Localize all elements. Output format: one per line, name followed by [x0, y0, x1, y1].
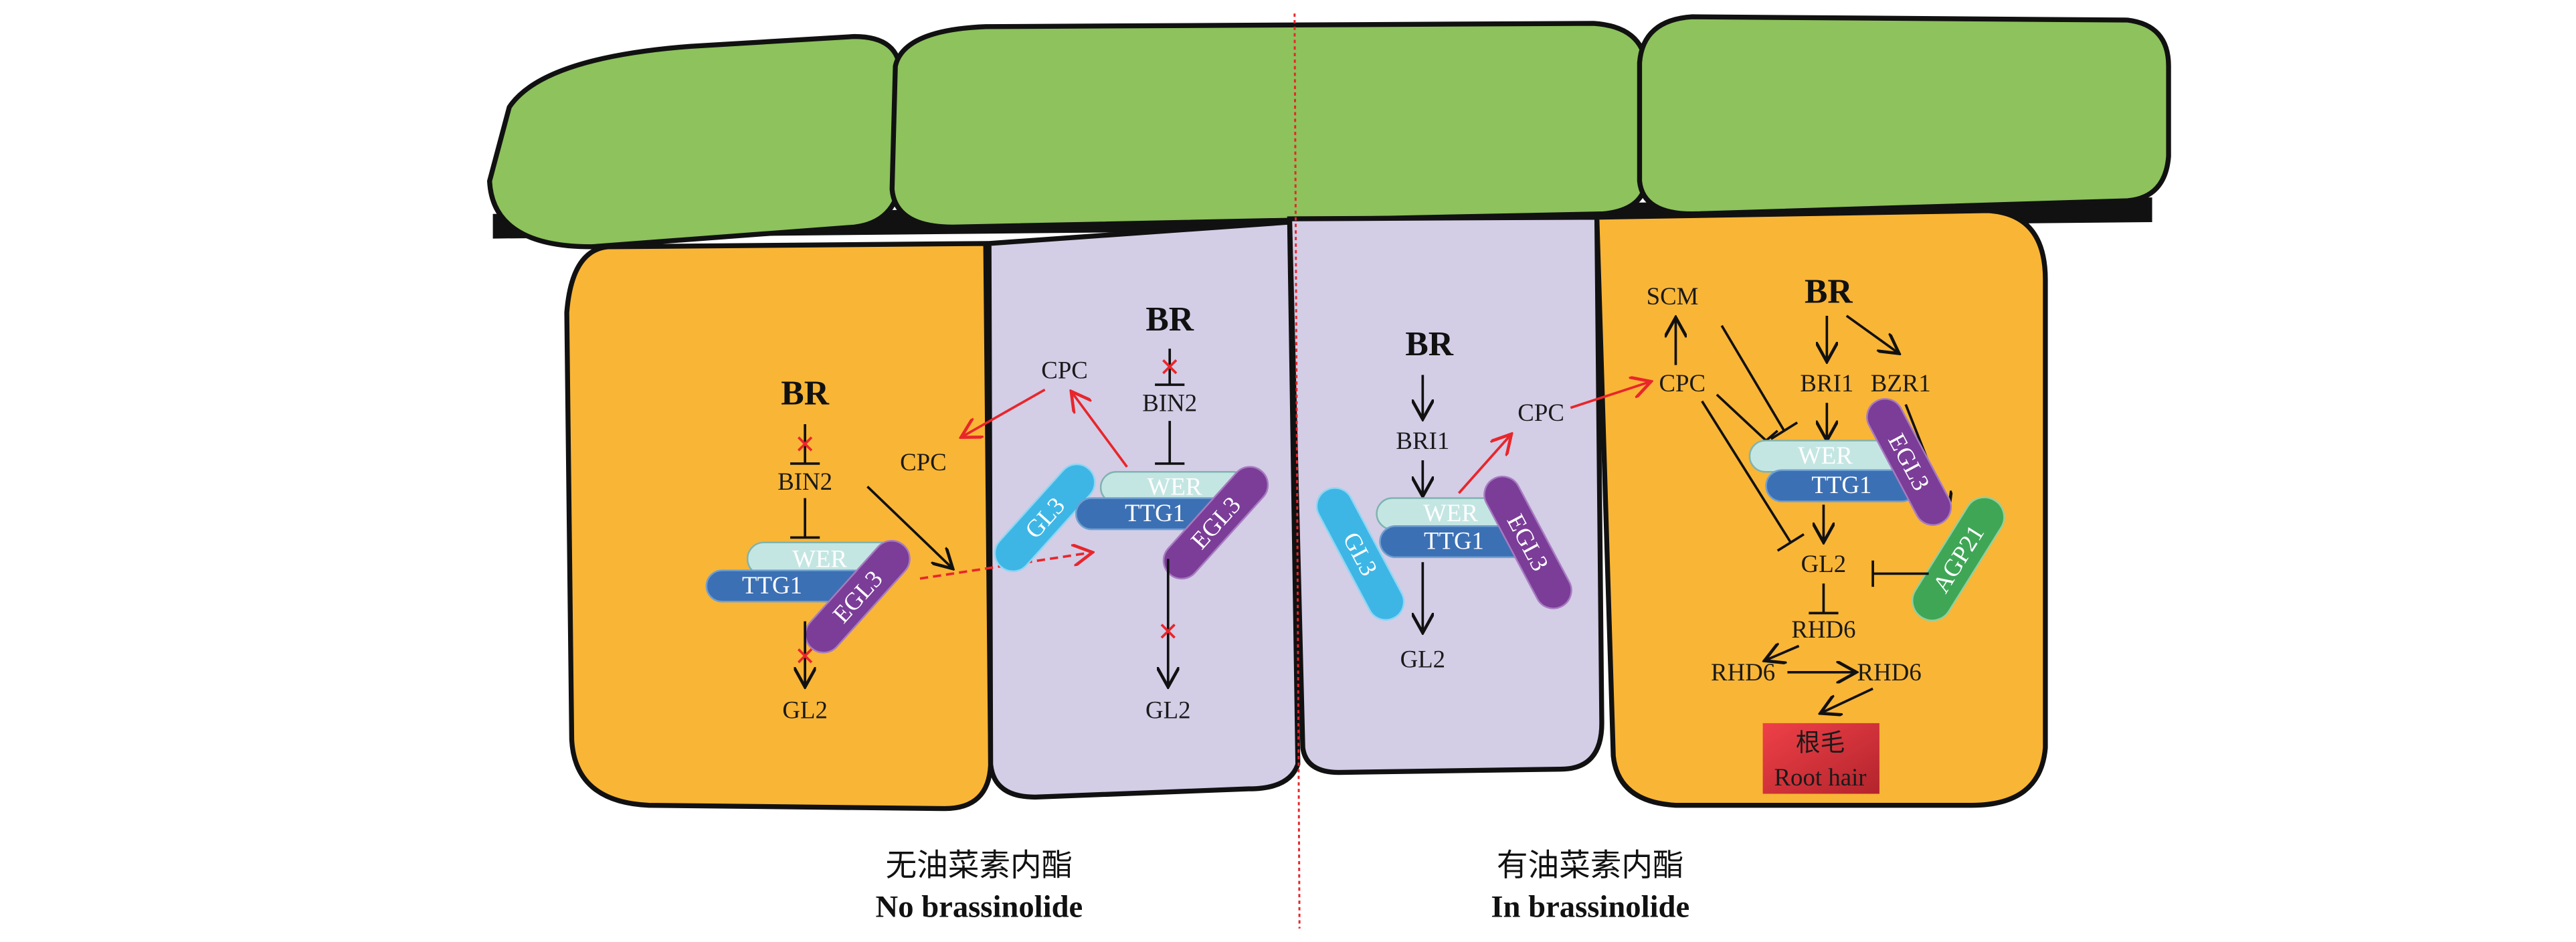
ttg1-label: TTG1 — [742, 571, 802, 599]
cpc-label: CPC — [900, 448, 947, 476]
agp21-protein — [1912, 496, 2005, 622]
epidermis-cell — [889, 21, 1649, 230]
rhd6-label: RHD6 — [1791, 616, 1855, 643]
rhd6-label: RHD6 — [1857, 658, 1922, 686]
ttg1-label: TTG1 — [1125, 499, 1185, 527]
right-caption-en: In brassinolide — [1491, 890, 1689, 925]
gl2-label: GL2 — [1145, 696, 1191, 724]
bri1-label: BRI1 — [1396, 427, 1449, 454]
egl3-protein — [1162, 466, 1269, 580]
root-hair-zh: 根毛 — [1796, 729, 1845, 757]
wer-label: WER — [1798, 442, 1853, 469]
left-caption-en: No brassinolide — [876, 890, 1083, 925]
right-caption-zh: 有油菜素内酯 — [1497, 848, 1684, 883]
bri1-label: BRI1 — [1800, 369, 1853, 397]
ttg1-label: TTG1 — [1811, 471, 1871, 498]
br-label: BR — [1805, 272, 1853, 310]
cell4-pathway: SCM BR CPC BRI1 BZR1 WER TTG1 EGL3 AGP21… — [1647, 272, 2005, 794]
wer-label: WER — [1147, 473, 1202, 500]
wer-label: WER — [792, 545, 847, 573]
egl3-protein — [1866, 398, 1952, 526]
epidermis-cell — [1637, 14, 2171, 217]
br-label: BR — [1405, 325, 1453, 363]
blocked-icon — [798, 648, 813, 664]
cell2-pathway: BR BIN2 CPC GL3 WER TTG1 EGL3 GL2 — [961, 300, 1269, 724]
gl2-label: GL2 — [1801, 550, 1847, 577]
egl3-movement-arrow — [919, 553, 1093, 580]
non-hair-cell-right — [1287, 214, 1604, 775]
blocked-icon — [1162, 359, 1178, 375]
gl3-protein — [994, 463, 1096, 573]
cpc-movement-arrow — [1570, 381, 1651, 409]
cpc-label: CPC — [1659, 369, 1706, 397]
egl3-protein — [1483, 476, 1572, 609]
condition-divider — [1293, 13, 1301, 929]
wer-label: WER — [1423, 499, 1478, 527]
cell1-pathway: BR BIN2 CPC WER TTG1 EGL3 GL2 — [705, 375, 1093, 724]
cpc-movement-arrow — [961, 388, 1046, 437]
hair-cell-right — [1594, 208, 2048, 808]
gl3-protein — [1315, 487, 1405, 621]
gl2-label: GL2 — [1400, 645, 1446, 672]
bin2-label: BIN2 — [777, 468, 832, 495]
br-label: BR — [781, 375, 829, 413]
epidermis-layer — [486, 14, 2171, 250]
bzr1-label: BZR1 — [1871, 369, 1931, 397]
ttg1-label: TTG1 — [1424, 527, 1484, 555]
br-label: BR — [1145, 300, 1194, 339]
scm-label: SCM — [1647, 282, 1699, 310]
bin2-label: BIN2 — [1142, 389, 1197, 416]
root-hair-en: Root hair — [1774, 763, 1866, 791]
root-hair-box — [1762, 723, 1879, 794]
blocked-icon — [1160, 624, 1176, 639]
blocked-icon — [798, 436, 813, 452]
egl3-protein — [804, 540, 911, 654]
epidermis-cell — [486, 33, 903, 250]
gl2-label: GL2 — [782, 696, 828, 724]
cpc-label: CPC — [1517, 399, 1564, 426]
cpc-label: CPC — [1041, 356, 1088, 383]
left-caption-zh: 无油菜素内酯 — [885, 848, 1073, 883]
rhd6-label: RHD6 — [1711, 658, 1775, 686]
hair-cell-left — [564, 241, 994, 812]
